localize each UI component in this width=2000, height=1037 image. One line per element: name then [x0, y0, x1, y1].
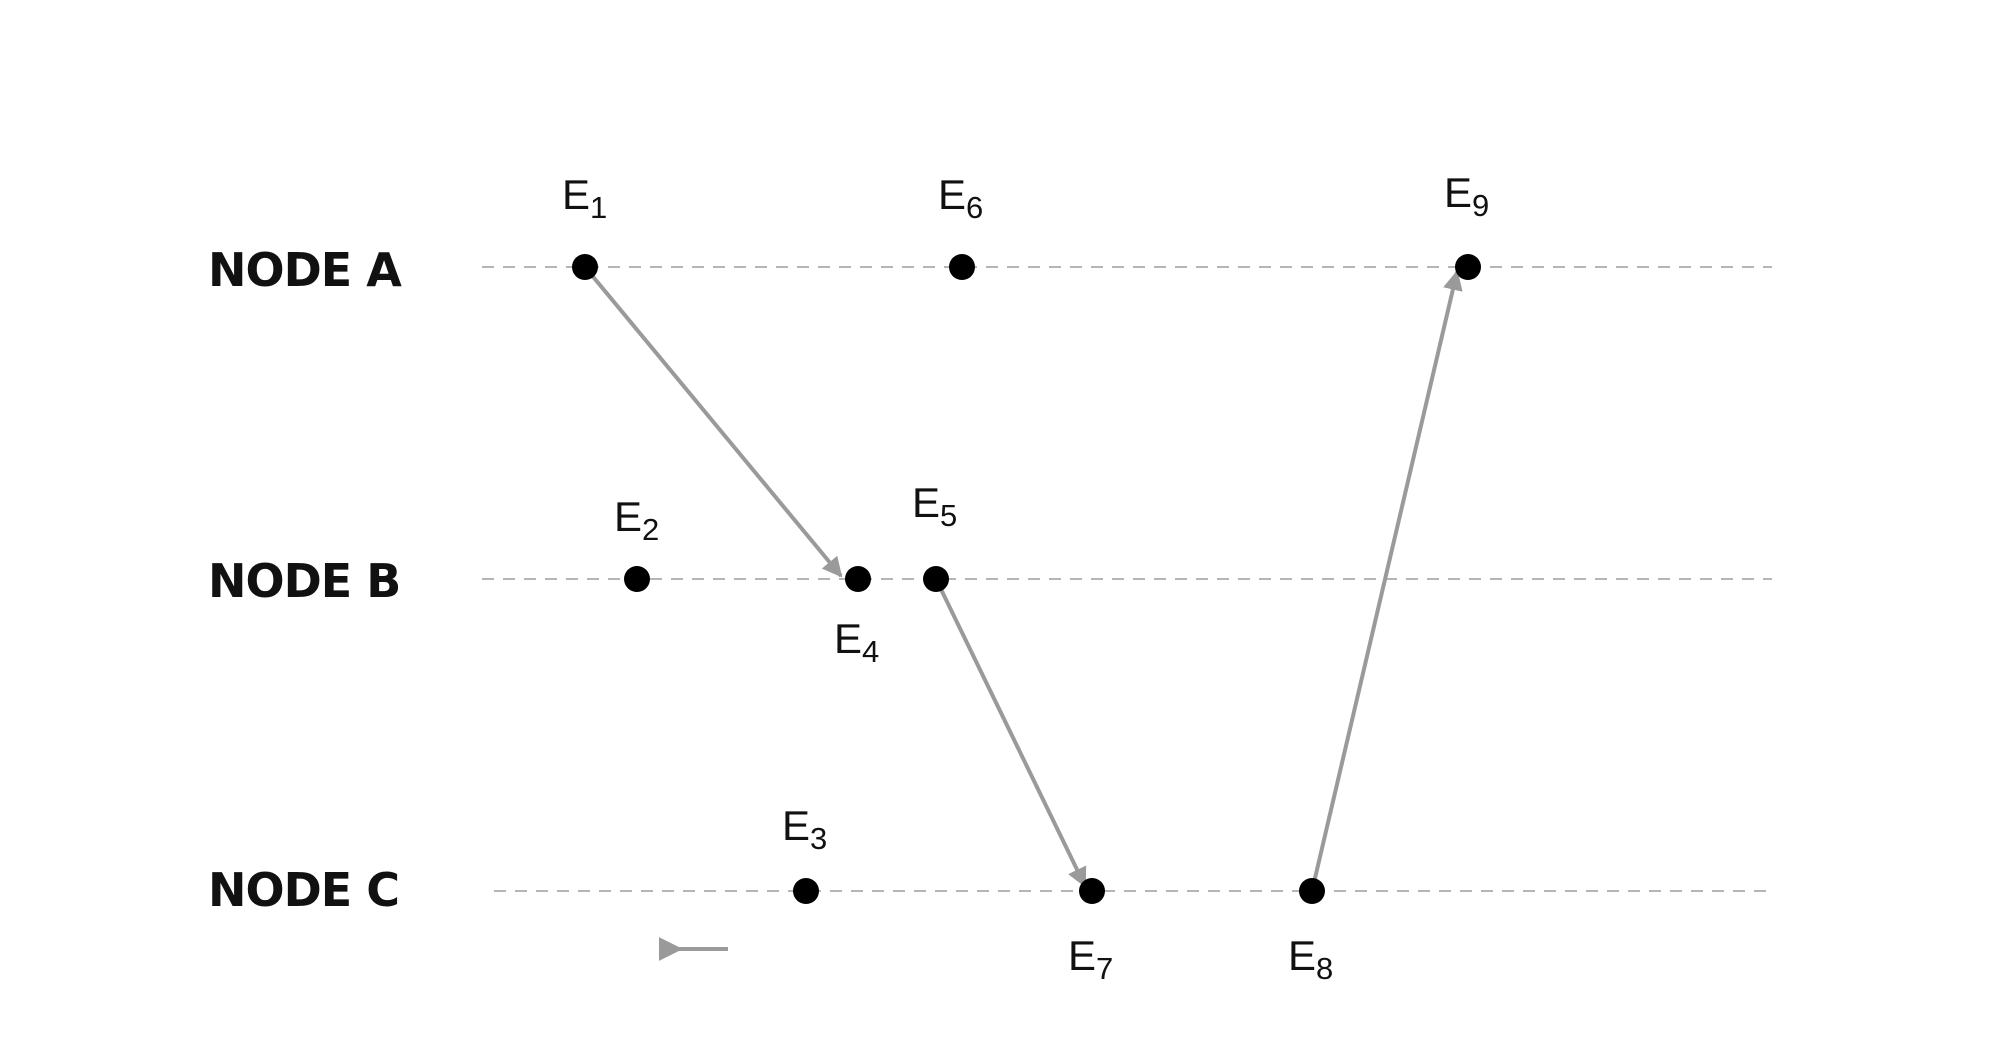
event-dot-e2 — [624, 566, 650, 592]
event-dot-e6 — [949, 254, 975, 280]
message-e8-to-e9 — [1310, 270, 1463, 892]
event-label-e5: E5 — [912, 479, 957, 533]
event-dot-e5 — [923, 566, 949, 592]
event-dot-e4 — [845, 566, 871, 592]
event-label-e1: E1 — [562, 171, 607, 225]
event-label-e4: E4 — [834, 615, 879, 669]
message-e5-to-e7 — [934, 578, 1087, 888]
event-dot-e1 — [572, 254, 598, 280]
node-a-label: NODE A — [208, 243, 402, 297]
event-label-e2: E2 — [614, 493, 659, 547]
node-c-label: NODE C — [208, 863, 399, 917]
event-dot-e7 — [1079, 878, 1105, 904]
event-dot-e9 — [1455, 254, 1481, 280]
event-label-e7: E7 — [1068, 932, 1113, 986]
message-e1-to-e4 — [583, 265, 843, 578]
event-dot-e3 — [793, 878, 819, 904]
event-label-e6: E6 — [938, 171, 983, 225]
node-b-label: NODE B — [208, 554, 400, 608]
event-dot-e8 — [1299, 878, 1325, 904]
event-label-e3: E3 — [782, 802, 827, 856]
event-label-e8: E8 — [1288, 932, 1333, 986]
event-label-e9: E9 — [1444, 169, 1489, 223]
